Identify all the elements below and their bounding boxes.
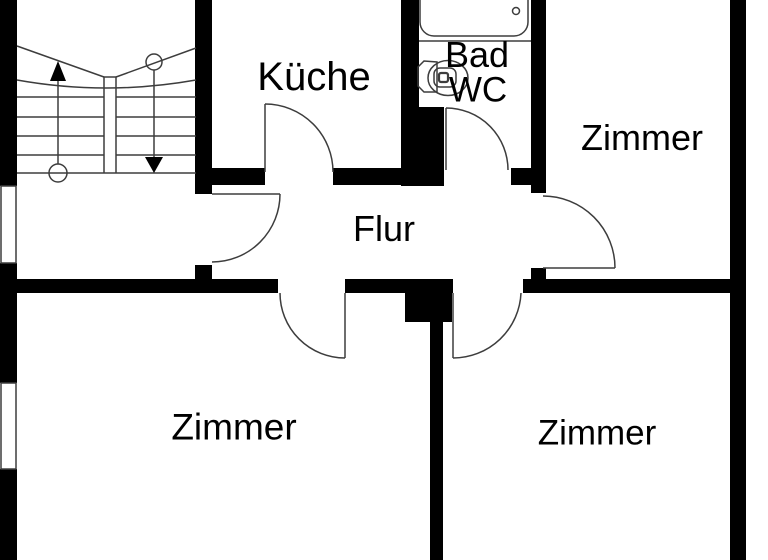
room-label-bathroom-line1: Bad <box>444 34 510 75</box>
stair-up-start-circle <box>48 163 68 183</box>
toilet-bowl-icon <box>427 59 469 97</box>
wall-left-bottom <box>0 469 17 560</box>
bathroom-fixtures <box>417 0 531 97</box>
room-label-hallway: Flur <box>353 208 415 249</box>
wall-hall-top-3 <box>511 168 546 185</box>
wall-mid-1 <box>0 279 278 293</box>
door-arc-room-bottom-right <box>452 292 522 359</box>
wall-left-mid <box>0 263 17 383</box>
staircase <box>16 45 197 183</box>
stair-winder-right <box>115 47 197 78</box>
bathtub-icon <box>419 0 529 37</box>
stair-post <box>103 76 117 173</box>
room-label-kitchen: Küche <box>257 55 371 99</box>
toilet-flush-icon <box>437 71 450 84</box>
stair-winder-left <box>16 45 105 78</box>
room-label-bottom-left: Zimmer <box>171 406 297 448</box>
wall-left-top <box>0 0 17 186</box>
stairs-up-arrow-icon <box>50 61 66 81</box>
stair-curve <box>16 79 197 89</box>
bathtub-drain-icon <box>511 6 521 16</box>
door-arc-entrance <box>211 193 281 263</box>
room-label-top-right: Zimmer <box>581 117 703 158</box>
windows <box>0 185 17 470</box>
stair-down-start-circle <box>145 53 163 71</box>
window-bottom-left-room <box>0 382 17 470</box>
wall-bottom-divider <box>430 293 443 560</box>
door-arc-kitchen <box>264 103 334 173</box>
room-label-bathroom-line2: WC <box>448 70 508 110</box>
door-arc-room-top-right <box>542 195 616 269</box>
room-label-bottom-right: Zimmer <box>537 413 657 453</box>
door-arc-bathroom <box>445 107 509 171</box>
wall-hall-top-2 <box>333 168 444 185</box>
wall-bath-zimmer <box>531 0 546 193</box>
wall-divider-chunk <box>405 293 452 322</box>
toilet-seat-icon <box>433 67 457 88</box>
stairs-down-arrow-icon <box>145 157 163 173</box>
wall-mid-3 <box>523 279 746 293</box>
wall-mid-2 <box>345 279 453 293</box>
doors <box>211 103 616 359</box>
window-stairwell <box>0 185 17 264</box>
wall-stairwell-east-top <box>195 0 212 194</box>
door-arc-room-bottom-left <box>279 292 346 359</box>
wall-hall-top-1 <box>195 168 265 185</box>
wall-kitchen-bath <box>401 0 419 107</box>
